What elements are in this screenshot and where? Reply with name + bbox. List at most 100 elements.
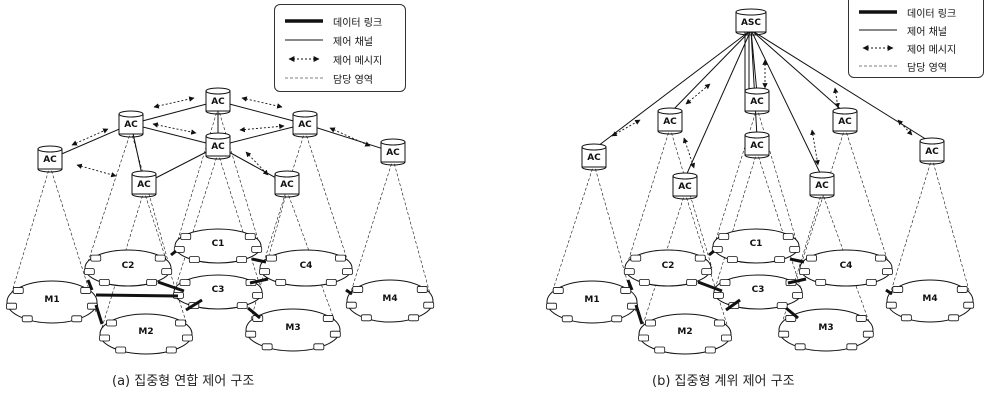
legend-panel-b: 데이터 링크 제어 채널 제어 메시지 담당 영역 xyxy=(848,0,984,78)
ac-node-top xyxy=(657,107,683,115)
control-channel xyxy=(217,123,306,147)
data-link xyxy=(157,280,185,293)
ac-node-top xyxy=(832,107,858,115)
asc-node-top xyxy=(735,8,767,16)
network-m4-router xyxy=(900,314,912,322)
ac-node-label: AC xyxy=(663,117,677,127)
network-m3-router xyxy=(794,343,806,351)
ac-node-base xyxy=(672,195,698,200)
network-c3: C3 xyxy=(713,274,803,310)
network-c3-ring xyxy=(713,274,803,310)
data-link xyxy=(249,277,269,285)
legend-label-control-message: 제어 메시지 xyxy=(907,44,957,56)
network-c2-router xyxy=(623,268,635,276)
network-m2-router xyxy=(106,319,117,327)
network-m2-router xyxy=(175,319,186,327)
control-message xyxy=(810,129,820,166)
coverage-line xyxy=(392,158,433,302)
coverage-line xyxy=(625,127,671,269)
caption-b: (b) 집중형 계위 제어 구조 xyxy=(652,374,795,389)
network-c3-router xyxy=(719,279,731,287)
ac-node-base xyxy=(581,166,607,171)
network-c2-router xyxy=(686,278,698,286)
network-m4-label: M4 xyxy=(382,294,397,304)
data-link xyxy=(634,304,644,325)
network-c1-ring xyxy=(712,228,800,264)
control-channel xyxy=(684,29,752,179)
caption-a: (a) 집중형 연합 제어 구조 xyxy=(112,374,255,389)
network-c4-ring xyxy=(799,249,893,287)
network-c4-router xyxy=(882,268,893,276)
data-link-layer xyxy=(86,249,893,325)
network-c2-router xyxy=(154,254,166,262)
network-m4: M4 xyxy=(885,279,975,323)
network-c2-router xyxy=(694,254,706,262)
control-message xyxy=(329,127,371,147)
network-c3-router xyxy=(776,302,788,310)
legend-panel-a: 데이터 링크 제어 채널 제어 메시지 담당 영역 xyxy=(274,4,406,92)
network-m2: M2 xyxy=(99,313,193,355)
control-message xyxy=(152,122,197,135)
coverage-line xyxy=(931,157,973,302)
data-link xyxy=(785,306,799,320)
ac-node-base xyxy=(919,160,945,165)
coverage-line xyxy=(173,152,219,293)
ac-node: AC xyxy=(581,143,607,171)
network-m4-router xyxy=(892,286,904,293)
ac-node-base xyxy=(380,161,406,166)
control-message xyxy=(682,137,696,169)
network-c1-router xyxy=(774,256,786,264)
coverage-line xyxy=(844,127,891,269)
network-m2-router xyxy=(714,319,725,327)
ac-node-label: AC xyxy=(750,141,764,151)
network-c4-router xyxy=(865,278,877,286)
coverage-line xyxy=(217,107,261,247)
network-m4-router xyxy=(408,314,420,322)
coverage-area-layer xyxy=(7,107,973,335)
network-m1-router xyxy=(80,287,92,294)
coverage-line xyxy=(821,191,873,331)
control-message xyxy=(153,96,195,109)
ac-node-label: AC xyxy=(678,182,692,192)
network-c1-router xyxy=(726,256,738,264)
ac-node-base xyxy=(131,193,157,198)
network-c3-router xyxy=(236,302,248,310)
network-c1-router xyxy=(782,233,794,241)
network-c4-label: C4 xyxy=(840,261,853,271)
network-m3-label: M3 xyxy=(285,323,300,333)
network-c4-router xyxy=(275,278,287,286)
ac-node: AC xyxy=(274,170,300,198)
network-m2-router xyxy=(704,346,716,354)
ac-node-base xyxy=(744,154,770,159)
network-c4-router xyxy=(806,254,817,262)
network-m4-router xyxy=(423,301,435,309)
network-m3-router xyxy=(329,330,341,338)
network-m2-label: M2 xyxy=(677,327,692,337)
network-c2-ring xyxy=(624,249,712,287)
asc-node-base xyxy=(735,31,767,36)
network-m3-router xyxy=(313,343,325,351)
network-c2-label: C2 xyxy=(122,261,135,271)
network-m2-router xyxy=(165,346,177,354)
coverage-line xyxy=(217,152,263,293)
network-m1-router xyxy=(611,315,623,323)
data-link xyxy=(787,277,807,285)
network-c4-router xyxy=(259,268,271,276)
network-m3: M3 xyxy=(778,308,874,352)
network-m3-router xyxy=(846,343,858,351)
control-channel-layer xyxy=(49,29,933,185)
network-m2-router xyxy=(181,334,193,342)
control-message xyxy=(76,163,117,178)
network-m4-router xyxy=(885,301,897,309)
data-link xyxy=(185,298,203,312)
network-c4: C4 xyxy=(799,249,893,287)
network-m4-ring xyxy=(886,279,974,323)
network-c3-router xyxy=(179,279,191,287)
legend-label-data-link: 데이터 링크 xyxy=(333,17,383,29)
ac-node: AC xyxy=(744,131,770,159)
network-c3: C3 xyxy=(172,274,264,310)
ac-node-base xyxy=(205,110,231,115)
ac-node-label: AC xyxy=(211,142,225,152)
network-m1-ring xyxy=(6,280,98,324)
